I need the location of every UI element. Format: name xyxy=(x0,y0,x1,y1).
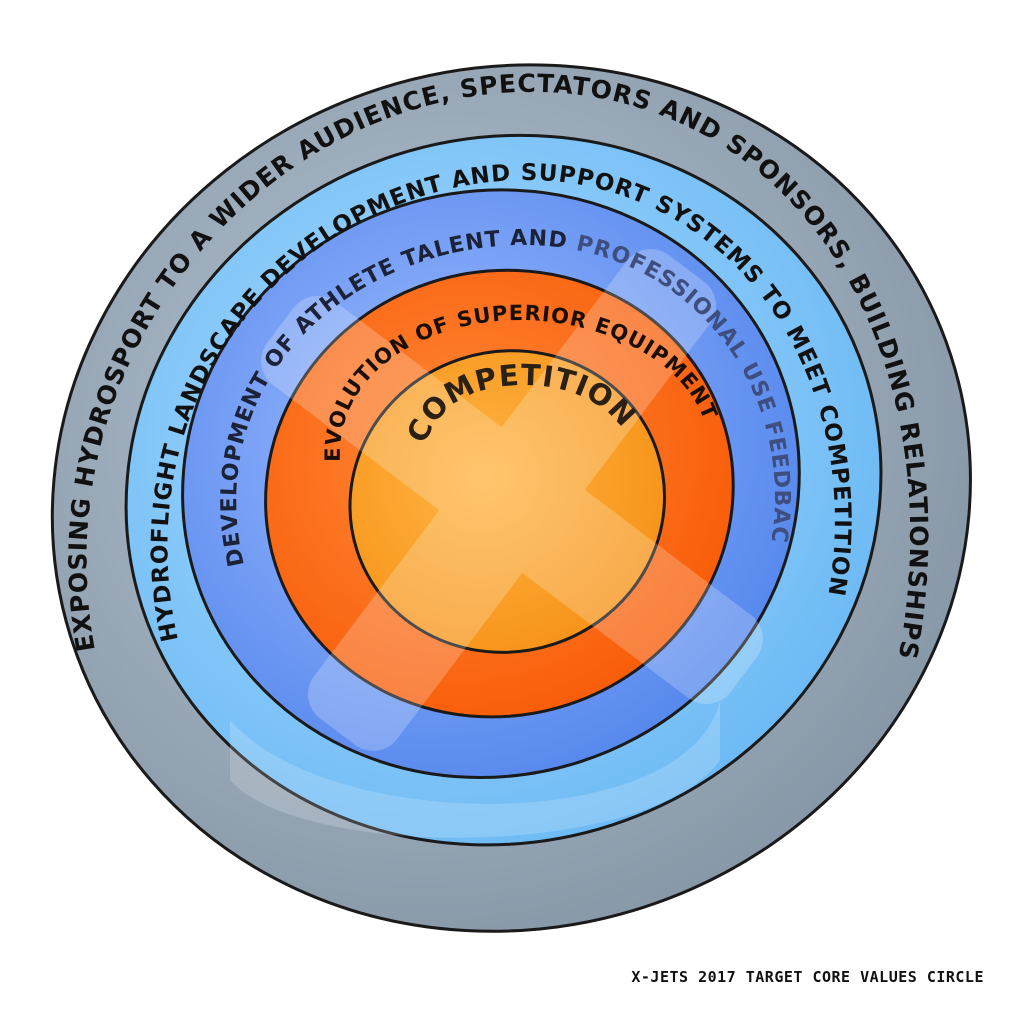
lower-highlight xyxy=(230,700,720,838)
diagram-caption: X-JETS 2017 TARGET CORE VALUES CIRCLE xyxy=(631,968,984,986)
x-logo-overlay xyxy=(261,249,763,751)
core-circle xyxy=(348,349,666,654)
